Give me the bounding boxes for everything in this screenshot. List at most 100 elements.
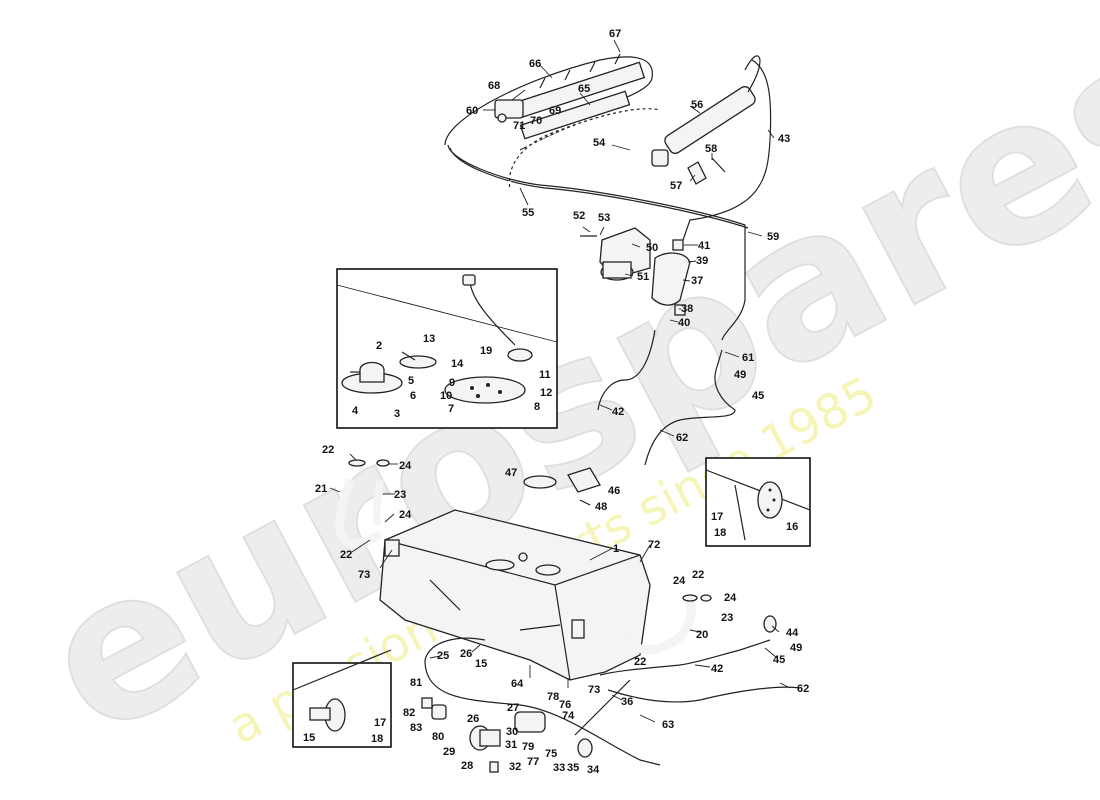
callout-74: 74 bbox=[562, 710, 575, 722]
callout-47: 47 bbox=[505, 467, 517, 479]
callout-15b: 15 bbox=[303, 732, 315, 744]
inset-pump-sender bbox=[336, 268, 558, 429]
callout-4: 4 bbox=[352, 405, 359, 417]
callout-45a: 45 bbox=[752, 390, 764, 402]
callout-26b: 26 bbox=[467, 713, 479, 725]
callout-45b: 45 bbox=[773, 654, 785, 666]
callout-33: 33 bbox=[553, 762, 565, 774]
callout-68: 68 bbox=[488, 80, 500, 92]
callout-28: 28 bbox=[461, 760, 473, 772]
misc-clamps bbox=[523, 467, 601, 506]
callout-17b: 17 bbox=[374, 717, 386, 729]
callout-57: 57 bbox=[670, 180, 682, 192]
callout-80: 80 bbox=[432, 731, 444, 743]
callout-18b: 18 bbox=[371, 733, 383, 745]
callout-59: 59 bbox=[767, 231, 779, 243]
callout-7: 7 bbox=[448, 403, 454, 415]
callout-81: 81 bbox=[410, 677, 422, 689]
callout-53: 53 bbox=[598, 212, 610, 224]
callout-23a: 23 bbox=[394, 489, 406, 501]
callout-82: 82 bbox=[403, 707, 415, 719]
callout-64: 64 bbox=[511, 678, 524, 690]
callout-18a: 18 bbox=[714, 527, 726, 539]
callout-65: 65 bbox=[578, 83, 590, 95]
callout-26a: 26 bbox=[460, 648, 472, 660]
callout-83: 83 bbox=[410, 722, 422, 734]
callout-38: 38 bbox=[681, 303, 693, 315]
callout-13: 13 bbox=[423, 333, 435, 345]
callout-50: 50 bbox=[646, 242, 658, 254]
callout-35: 35 bbox=[567, 762, 579, 774]
callout-27: 27 bbox=[507, 702, 519, 714]
callout-12: 12 bbox=[540, 387, 552, 399]
callout-51: 51 bbox=[637, 271, 649, 283]
callout-71: 71 bbox=[513, 120, 525, 132]
callout-73b: 73 bbox=[588, 684, 600, 696]
callout-10: 10 bbox=[440, 390, 452, 402]
fuel-pump-assembly bbox=[421, 697, 546, 773]
callout-42a: 42 bbox=[612, 406, 624, 418]
leader-lines bbox=[329, 39, 791, 723]
callout-36: 36 bbox=[621, 696, 633, 708]
callout-78: 78 bbox=[547, 691, 559, 703]
callout-54: 54 bbox=[593, 137, 606, 149]
fuel-tank bbox=[379, 509, 651, 681]
callout-58: 58 bbox=[705, 143, 717, 155]
callout-21: 21 bbox=[315, 483, 327, 495]
callout-30: 30 bbox=[506, 726, 518, 738]
callout-8: 8 bbox=[534, 401, 540, 413]
callout-49a: 49 bbox=[734, 369, 746, 381]
callout-24d: 24 bbox=[724, 592, 737, 604]
callout-72: 72 bbox=[648, 539, 660, 551]
callout-77: 77 bbox=[527, 756, 539, 768]
callout-24c: 24 bbox=[673, 575, 686, 587]
lower-fuel-pipes bbox=[424, 615, 801, 766]
callout-29: 29 bbox=[443, 746, 455, 758]
callout-60: 60 bbox=[466, 105, 478, 117]
callout-19: 19 bbox=[480, 345, 492, 357]
callout-69: 69 bbox=[549, 105, 561, 117]
callout-39: 39 bbox=[696, 255, 708, 267]
fuel-rail-assembly bbox=[444, 53, 772, 341]
callout-20: 20 bbox=[696, 629, 708, 641]
inset-drain-plug bbox=[705, 457, 811, 547]
callout-46: 46 bbox=[608, 485, 620, 497]
inset-sender-unit bbox=[292, 649, 392, 748]
callout-9: 9 bbox=[449, 377, 455, 389]
callout-44: 44 bbox=[786, 627, 799, 639]
callout-52: 52 bbox=[573, 210, 585, 222]
callout-23b: 23 bbox=[721, 612, 733, 624]
callout-24a: 24 bbox=[399, 460, 412, 472]
callout-73a: 73 bbox=[358, 569, 370, 581]
callout-70: 70 bbox=[530, 115, 542, 127]
callout-14: 14 bbox=[451, 358, 464, 370]
callout-75: 75 bbox=[545, 748, 557, 760]
callout-2: 2 bbox=[376, 340, 382, 352]
callout-22d: 22 bbox=[634, 656, 646, 668]
callout-3: 3 bbox=[394, 408, 400, 420]
callout-labels: 1 2 3 4 5 6 7 8 9 10 11 12 13 14 15 15 1… bbox=[303, 28, 809, 776]
callout-16: 16 bbox=[786, 521, 798, 533]
callout-32: 32 bbox=[509, 761, 521, 773]
fuel-filter-assembly bbox=[580, 227, 736, 466]
callout-43: 43 bbox=[778, 133, 790, 145]
callout-6: 6 bbox=[410, 390, 416, 402]
callout-11: 11 bbox=[539, 369, 551, 381]
callout-37: 37 bbox=[691, 275, 703, 287]
callout-76: 76 bbox=[559, 699, 571, 711]
callout-56: 56 bbox=[691, 99, 703, 111]
callout-5: 5 bbox=[408, 375, 414, 387]
callout-41: 41 bbox=[698, 240, 710, 252]
callout-48: 48 bbox=[595, 501, 607, 513]
callout-62b: 62 bbox=[797, 683, 809, 695]
callout-42b: 42 bbox=[711, 663, 723, 675]
callout-66: 66 bbox=[529, 58, 541, 70]
callout-22c: 22 bbox=[692, 569, 704, 581]
callout-49b: 49 bbox=[790, 642, 802, 654]
callout-62a: 62 bbox=[676, 432, 688, 444]
callout-67: 67 bbox=[609, 28, 621, 40]
callout-24b: 24 bbox=[399, 509, 412, 521]
callout-40: 40 bbox=[678, 317, 690, 329]
callout-61: 61 bbox=[742, 352, 754, 364]
